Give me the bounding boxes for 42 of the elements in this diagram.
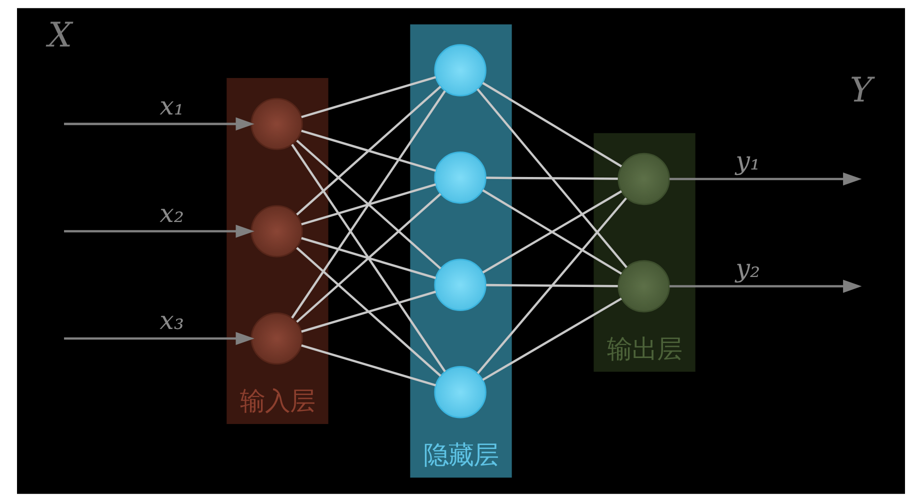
connector (296, 193, 442, 323)
edge-label: x₁ (160, 90, 184, 121)
edge-label: x₃ (160, 305, 184, 336)
node-circle (618, 260, 670, 312)
connector (482, 82, 622, 168)
connector (486, 284, 618, 288)
edge-label: y₁ (736, 146, 760, 176)
cluster: 隐藏层 (410, 24, 512, 478)
connector (296, 86, 442, 216)
connector (301, 344, 436, 386)
arrow (669, 172, 862, 186)
connector (301, 76, 436, 118)
connector (291, 144, 446, 372)
node-circle (250, 98, 303, 150)
edge-label: y₂ (736, 252, 760, 283)
connector (476, 88, 628, 268)
connector (296, 140, 442, 270)
label: X (48, 16, 72, 55)
connector (301, 237, 436, 280)
node-circle (250, 312, 303, 365)
node-circle (618, 152, 670, 206)
node-circle (434, 151, 486, 204)
connector (301, 290, 436, 333)
connector (301, 183, 436, 226)
connector (291, 90, 446, 319)
arrow (669, 280, 862, 293)
connector (301, 130, 436, 172)
cluster: 输入层 (226, 78, 328, 424)
label: Y (850, 70, 872, 110)
node-circle (434, 258, 486, 311)
connector (296, 247, 442, 377)
cluster: 输出层 (594, 133, 696, 372)
node-circle (250, 205, 303, 258)
connector (486, 176, 618, 180)
arrow (64, 224, 254, 238)
connector (476, 197, 628, 374)
node-circle (434, 366, 486, 418)
edge-label: x₂ (160, 198, 184, 228)
connector (482, 298, 622, 381)
arrow (64, 117, 254, 130)
node-circle (434, 44, 486, 96)
arrow (64, 332, 254, 346)
